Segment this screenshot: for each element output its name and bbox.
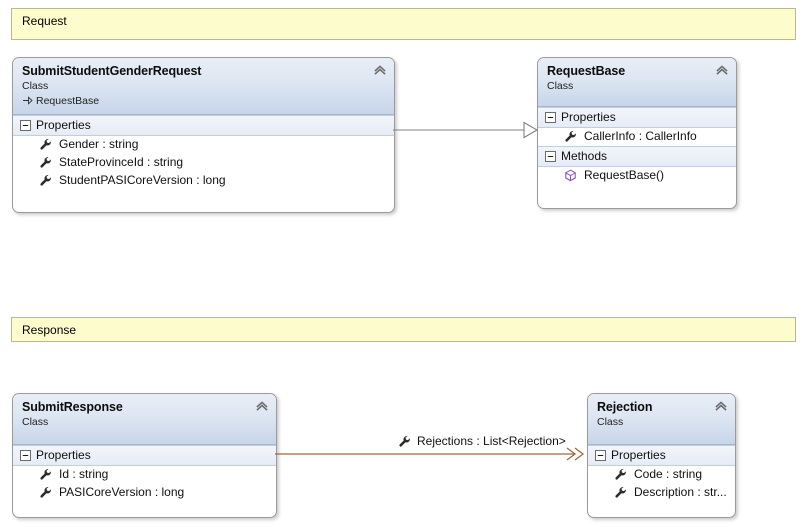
class-title: Rejection [597,400,653,414]
compartment-header-properties[interactable]: Properties [13,444,276,466]
member-row[interactable]: Description : str... [588,483,735,502]
member-label: CallerInfo : CallerInfo [584,128,697,143]
compartment-label: Methods [561,148,608,163]
member-row[interactable]: CallerInfo : CallerInfo [538,127,736,146]
member-row[interactable]: RequestBase() [538,166,736,185]
association-label-text: Rejections : List<Rejection> [417,434,566,448]
class-base-label: RequestBase [36,94,100,107]
member-row[interactable]: StudentPASICoreVersion : long [13,171,394,190]
member-label: RequestBase() [584,167,665,182]
collapse-chevron-icon[interactable] [373,63,387,77]
class-title: SubmitStudentGenderRequest [22,64,202,78]
comment-text-response: Response [22,323,77,337]
member-label: StateProvinceId : string [59,154,184,169]
wrench-icon [564,130,577,143]
expander-minus-icon[interactable] [20,119,31,131]
inheritance-arrow-icon [22,95,33,106]
class-box-submit-student-gender-request[interactable]: SubmitStudentGenderRequest Class Request… [12,57,395,213]
class-title: SubmitResponse [22,400,123,414]
wrench-icon [398,435,411,448]
class-header-request-base: RequestBase Class [538,58,736,107]
class-box-rejection[interactable]: Rejection Class Properties Code : string [587,393,736,518]
class-header-submit-response: SubmitResponse Class [13,394,276,445]
collapse-chevron-icon[interactable] [255,399,269,413]
wrench-icon [39,486,52,499]
member-label: Code : string [634,466,703,481]
member-label: Gender : string [59,136,139,151]
compartment-header-methods[interactable]: Methods [538,145,736,167]
wrench-icon [39,174,52,187]
class-stereotype: Class [597,416,624,429]
class-stereotype: Class [22,416,49,429]
member-row[interactable]: StateProvinceId : string [13,153,394,172]
method-icon [564,169,577,182]
association-label-rejections: Rejections : List<Rejection> [398,434,566,448]
compartment-header-properties[interactable]: Properties [588,444,735,466]
expander-minus-icon[interactable] [545,111,556,123]
class-header-submit-student-gender-request: SubmitStudentGenderRequest Class Request… [13,58,394,115]
collapse-chevron-icon[interactable] [715,63,729,77]
compartment-label: Properties [611,447,666,462]
class-stereotype: Class [22,80,49,93]
class-box-request-base[interactable]: RequestBase Class Properties CallerInfo … [537,57,737,209]
member-row[interactable]: PASICoreVersion : long [13,483,276,502]
member-row[interactable]: Code : string [588,465,735,484]
wrench-icon [39,138,52,151]
member-label: PASICoreVersion : long [59,484,185,499]
comment-text-request: Request [22,14,67,28]
expander-minus-icon[interactable] [595,449,606,461]
wrench-icon [39,156,52,169]
wrench-icon [39,468,52,481]
class-stereotype: Class [547,80,574,93]
connector-association-submitresponse-to-rejection[interactable] [275,444,591,464]
wrench-icon [614,486,627,499]
compartment-header-properties[interactable]: Properties [13,114,394,136]
compartment-label: Properties [561,109,616,124]
class-header-rejection: Rejection Class [588,394,735,445]
comment-band-request[interactable]: Request [11,8,796,40]
expander-minus-icon[interactable] [545,150,556,162]
member-row[interactable]: Id : string [13,465,276,484]
connector-inheritance-submit-to-requestbase[interactable] [393,118,541,142]
member-row[interactable]: Gender : string [13,135,394,154]
class-base-reference: RequestBase [22,94,386,108]
wrench-icon [614,468,627,481]
compartment-label: Properties [36,117,91,132]
compartment-header-properties[interactable]: Properties [538,106,736,128]
member-label: StudentPASICoreVersion : long [59,172,226,187]
comment-band-response[interactable]: Response [11,317,796,342]
class-title: RequestBase [547,64,626,78]
member-label: Id : string [59,466,109,481]
member-label: Description : str... [634,484,727,499]
expander-minus-icon[interactable] [20,449,31,461]
class-box-submit-response[interactable]: SubmitResponse Class Properties Id : str… [12,393,277,518]
compartment-label: Properties [36,447,91,462]
collapse-chevron-icon[interactable] [714,399,728,413]
